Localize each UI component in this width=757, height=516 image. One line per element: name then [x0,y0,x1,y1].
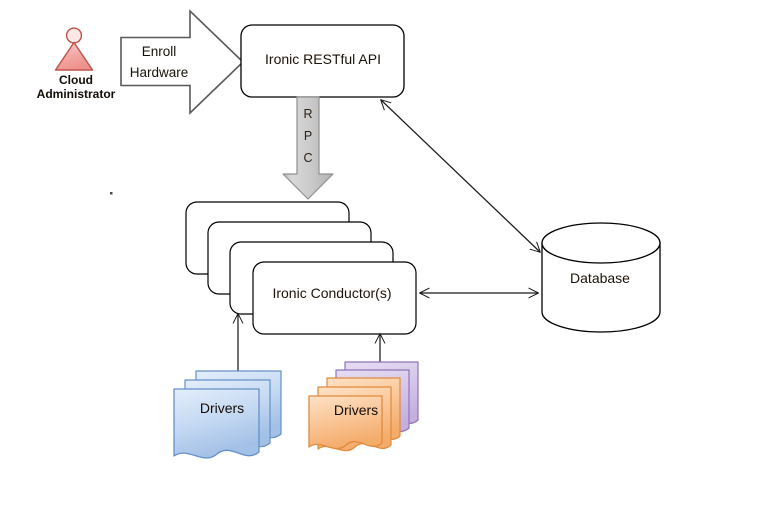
stray-dot-artifact [110,192,113,195]
ironic-conductor-stack [185,201,417,335]
enroll-hardware-arrow [120,9,245,115]
drivers-blue-stack [173,370,282,459]
database-cylinder [541,222,661,333]
actor-person-icon [54,27,94,71]
drivers-orange-stack [308,361,419,452]
connector-api-to-database [381,100,540,252]
rpc-arrow [282,96,334,200]
drivers-blue-sheet-front [173,388,260,459]
conductor-card-front [252,261,417,335]
ironic-restful-api-box [240,24,405,98]
drivers-orange-sheet-front [308,395,383,450]
